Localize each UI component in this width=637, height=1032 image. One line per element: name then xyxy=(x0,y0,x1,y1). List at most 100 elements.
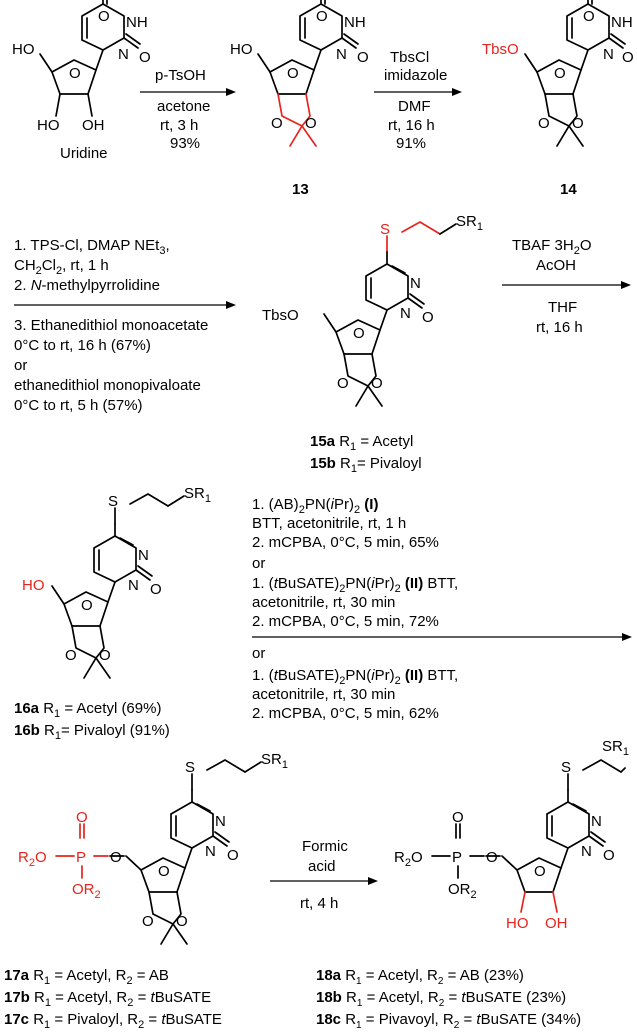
step2-conditions: rt, 16 h xyxy=(388,117,435,134)
step3-line-6: or xyxy=(14,357,27,374)
c14-nh: NH xyxy=(611,14,633,31)
c14-n1: N xyxy=(603,46,614,63)
step1-yield: 93% xyxy=(170,135,200,152)
step5-c-line-2: acetonitrile, rt, 30 min xyxy=(252,686,395,703)
step5-c-line-3: 2. mCPBA, 0°C, 5 min, 62% xyxy=(252,705,439,722)
compound-13-structure: O NH O N O HO O O 13 xyxy=(230,0,369,198)
step5-a-line-3: 2. mCPBA, 0°C, 5 min, 65% xyxy=(252,534,439,551)
uridine-n1: N xyxy=(118,46,129,63)
c17-o2prime: O xyxy=(176,913,188,930)
c16-o2: O xyxy=(150,581,162,598)
c16-5-oh: HO xyxy=(22,577,45,594)
compound-17-labels: 17a R1 = Acetyl, R2 = AB 17b R1 = Acetyl… xyxy=(4,967,222,1031)
arrow-step-1: p-TsOH acetone rt, 3 h 93% xyxy=(140,67,236,152)
c17-r2o: R2O xyxy=(18,849,47,869)
step3-line-3: 2. N-methylpyrrolidine xyxy=(14,277,160,294)
compound-14-structure: O NH O N O TbsO O O 14 xyxy=(482,0,634,198)
step2-reagent-2: imidazole xyxy=(384,67,447,84)
c18-ring-o: O xyxy=(534,863,546,880)
c13-o3: O xyxy=(271,115,283,132)
uridine-nh: NH xyxy=(126,14,148,31)
c17-p-oxo: O xyxy=(76,809,88,826)
uridine-label: Uridine xyxy=(60,145,108,162)
compound-17c-label: 17c R1 = Pivaloyl, R2 = tBuSATE xyxy=(4,1011,222,1031)
compound-18c-label: 18c R1 = Pivavoyl, R2 = tBuSATE (34%) xyxy=(316,1011,581,1031)
c18-s: S xyxy=(561,759,571,776)
step3-line-2: CH2Cl2, rt, 1 h xyxy=(14,257,109,277)
c13-o2: O xyxy=(357,49,369,66)
compound-18b-label: 18b R1 = Acetyl, R2 = tBuSATE (23%) xyxy=(316,989,566,1009)
c16-sr1: SR1 xyxy=(184,485,211,505)
c13-5-oh: HO xyxy=(230,41,253,58)
step4-reagent-1: TBAF 3H2O xyxy=(512,237,591,257)
c15-n3: N xyxy=(410,275,421,292)
c17-o3: O xyxy=(142,913,154,930)
c18-2-oh: OH xyxy=(545,915,568,932)
step3-line-5: 0°C to rt, 16 h (67%) xyxy=(14,337,151,354)
compound-18-labels: 18a R1 = Acetyl, R2 = AB (23%) 18b R1 = … xyxy=(316,967,581,1031)
c18-n1: N xyxy=(581,843,592,860)
compound-16a-label: 16a R1 = Acetyl (69%) xyxy=(14,700,161,720)
c16-n3: N xyxy=(138,547,149,564)
step5-a-line-2: BTT, acetonitrile, rt, 1 h xyxy=(252,515,406,532)
c15-o2prime: O xyxy=(371,375,383,392)
step1-solvent: acetone xyxy=(157,98,210,115)
step6-conditions: rt, 4 h xyxy=(300,895,338,912)
c18-p: P xyxy=(452,849,462,866)
step2-solvent: DMF xyxy=(398,98,431,115)
compound-16b-label: 16b R1= Pivaloyl (91%) xyxy=(14,722,170,742)
c13-nh: NH xyxy=(344,14,366,31)
c17-s: S xyxy=(185,759,195,776)
uridine-structure: O NH O N O HO HO OH Uridine xyxy=(12,0,151,162)
c18-p-oxo: O xyxy=(452,809,464,826)
c14-o2prime: O xyxy=(572,115,584,132)
uridine-2-oh: OH xyxy=(82,117,105,134)
c18-o2: O xyxy=(603,847,615,864)
compound-17-structure: S SR1 N O N O O O O O P R2O OR2 xyxy=(18,751,288,945)
step5-c-line-1: 1. (tBuSATE)2PN(iPr)2 (II) BTT, xyxy=(252,667,458,687)
c16-n1: N xyxy=(128,577,139,594)
c15-s-red: S xyxy=(380,221,390,238)
compound-15b-label: 15b R1= Pivaloyl xyxy=(310,455,422,475)
c17-or2: OR2 xyxy=(72,881,101,901)
c17-n3: N xyxy=(215,813,226,830)
step5-b-line-3: 2. mCPBA, 0°C, 5 min, 72% xyxy=(252,613,439,630)
compound-13-number: 13 xyxy=(292,181,309,198)
c16-ring-o: O xyxy=(81,597,93,614)
c13-n1: N xyxy=(336,46,347,63)
step5-or-2: or xyxy=(252,645,265,662)
c17-p: P xyxy=(76,849,86,866)
step5-or-1: or xyxy=(252,555,265,572)
c17-sr1: SR1 xyxy=(261,751,288,771)
c15-o2: O xyxy=(422,309,434,326)
c14-ring-o: O xyxy=(554,65,566,82)
step4-solvent: THF xyxy=(548,299,577,316)
uridine-o4: O xyxy=(98,8,110,25)
step3-line-4: 3. Ethanedithiol monoacetate xyxy=(14,317,208,334)
step5-a-line-1: 1. (AB)2PN(iPr)2 (I) xyxy=(252,496,378,516)
compound-16-structure: S SR1 N O N O HO O O 16a R1 = Acetyl (69… xyxy=(14,485,211,742)
step1-reagent: p-TsOH xyxy=(155,67,206,84)
c15-n1: N xyxy=(400,305,411,322)
c14-o4: O xyxy=(583,8,595,25)
compound-18a-label: 18a R1 = Acetyl, R2 = AB (23%) xyxy=(316,967,524,987)
c16-o3: O xyxy=(65,647,77,664)
c18-r2o: R2O xyxy=(394,849,423,869)
step4-conditions: rt, 16 h xyxy=(536,319,583,336)
step2-reagent-1: TbsCl xyxy=(390,49,429,66)
c13-ring-o: O xyxy=(287,65,299,82)
c17-o5: O xyxy=(110,849,122,866)
compound-15-structure: S SR1 N O N O TbsO O O 15a R1 = Acetyl 1… xyxy=(262,213,483,475)
step5-b-line-1: 1. (tBuSATE)2PN(iPr)2 (II) BTT, xyxy=(252,575,458,595)
arrow-step-4: TBAF 3H2O AcOH THF rt, 16 h xyxy=(502,237,631,336)
compound-14-number: 14 xyxy=(560,181,577,198)
step3-line-7: ethanedithiol monopivaloate xyxy=(14,377,201,394)
arrow-step-6: Formic acid rt, 4 h xyxy=(270,838,378,912)
arrow-step-2: TbsCl imidazole DMF rt, 16 h 91% xyxy=(374,49,462,152)
uridine-o2: O xyxy=(139,49,151,66)
step1-conditions: rt, 3 h xyxy=(160,117,198,134)
step6-reagent-2: acid xyxy=(308,858,336,875)
c18-3-oh: HO xyxy=(506,915,529,932)
c15-sr1: SR1 xyxy=(456,213,483,233)
